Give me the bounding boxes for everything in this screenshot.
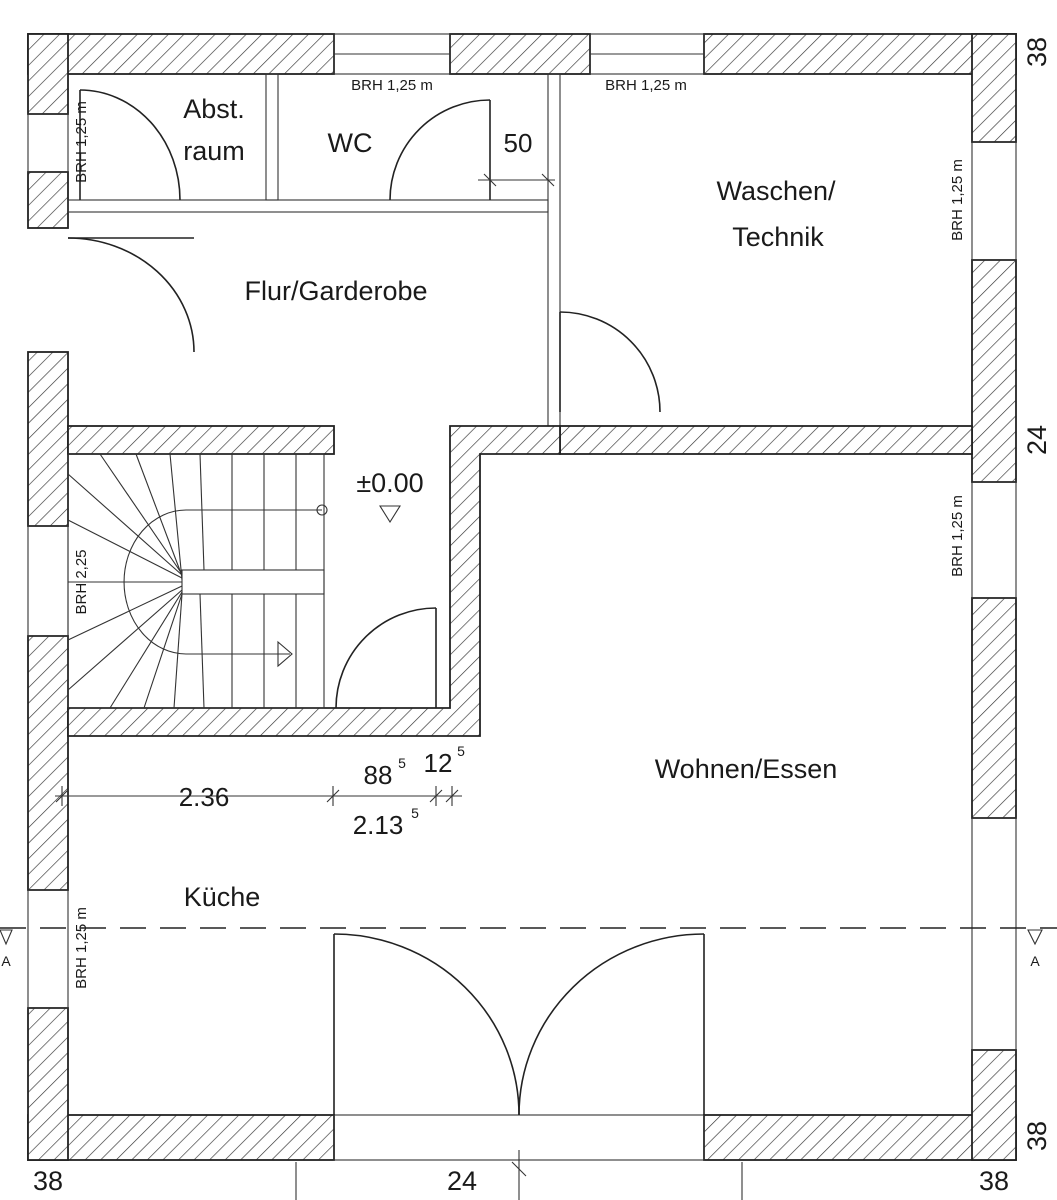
wall-top-right — [703, 33, 1017, 75]
door-patio-right-swing — [518, 933, 705, 1116]
dimension-lines — [55, 173, 555, 806]
section-arrow-right-icon — [1027, 929, 1043, 946]
wall-right-2 — [971, 259, 1017, 483]
wall-right-1 — [971, 33, 1017, 143]
door-waschen-swing — [559, 311, 661, 413]
edge-dim-right-middle: 24 — [1022, 425, 1052, 455]
wall-top-middle — [449, 33, 591, 75]
doors — [67, 89, 705, 1116]
wall-left-1 — [27, 33, 69, 115]
brh-left-upper: BRH 1,25 m — [73, 101, 90, 183]
door-entrance-swing — [67, 237, 195, 353]
wall-left-2 — [27, 171, 69, 229]
exterior-walls — [27, 33, 1017, 1161]
brh-left-lower: BRH 1,25 m — [73, 907, 90, 989]
door-wc-swing — [389, 99, 491, 201]
edge-dim-right-top: 38 — [1022, 37, 1052, 67]
section-mark-left: A — [1, 953, 11, 969]
wall-top-left — [27, 33, 335, 75]
section-mark-right: A — [1030, 953, 1040, 969]
wall-right-3 — [971, 597, 1017, 819]
wall-left-3 — [27, 351, 69, 527]
door-patio-left-swing — [333, 933, 520, 1116]
window-right-upper — [971, 141, 1017, 261]
stair-outline — [67, 453, 325, 709]
brh-right-upper: BRH 1,25 m — [949, 159, 966, 241]
stair-spine — [181, 569, 325, 595]
wall-abst-wc — [265, 73, 279, 201]
section-arrow-left-icon — [0, 929, 13, 946]
room-label-flur: Flur/Garderobe — [244, 276, 427, 306]
edge-dim-bottom-center: 24 — [447, 1166, 477, 1196]
door-abst-swing — [79, 89, 181, 201]
edge-dim-bottom-right: 38 — [979, 1166, 1009, 1196]
window-left-lower — [27, 889, 69, 1009]
wall-left-4 — [27, 635, 69, 891]
interior-walls — [67, 73, 973, 737]
section-line — [0, 927, 1057, 946]
bottom-ticks — [295, 1150, 743, 1200]
dim-88-sup: 5 — [398, 755, 406, 771]
dim-213-sup: 5 — [411, 805, 419, 821]
dim-50: 50 — [504, 128, 533, 158]
dim-12-sup: 5 — [457, 743, 465, 759]
dim-213: 2.13 — [353, 810, 404, 840]
stair-direction-arrow — [277, 640, 293, 668]
room-label-wohnen: Wohnen/Essen — [655, 754, 838, 784]
room-label-wc: WC — [328, 128, 373, 158]
brh-top-a: BRH 1,25 m — [351, 77, 433, 94]
dim-236: 2.36 — [179, 782, 230, 812]
wall-left-5 — [27, 1007, 69, 1161]
wall-bottom-left — [27, 1114, 335, 1161]
room-label-kueche: Küche — [184, 882, 261, 912]
room-label-abst-1: Abst. — [183, 94, 245, 124]
stair-walking-line — [123, 509, 322, 655]
wall-small-rooms-bottom — [67, 199, 549, 213]
staircase — [67, 453, 328, 709]
stair-start-mark — [316, 504, 328, 516]
room-label-waschen-1: Waschen/ — [716, 176, 836, 206]
edge-dim-right-bottom: 38 — [1022, 1121, 1052, 1151]
door-wohnen-swing — [335, 607, 437, 709]
level-value: ±0.00 — [356, 468, 423, 498]
brh-left-stair: BRH 2,25 — [73, 549, 90, 614]
wall-waschen-wohnen — [559, 425, 973, 455]
dim-88: 88 — [364, 760, 393, 790]
window-left-upper — [27, 113, 69, 173]
brh-right-middle: BRH 1,25 m — [949, 495, 966, 577]
window-right-middle — [971, 481, 1017, 599]
windows — [27, 33, 1017, 1161]
room-label-abst-2: raum — [183, 136, 245, 166]
dim-12: 12 — [424, 748, 453, 778]
room-label-waschen-2: Technik — [732, 222, 824, 252]
brh-top-b: BRH 1,25 m — [605, 77, 687, 94]
wall-right-4 — [971, 1049, 1017, 1161]
wall-flur-waschen — [547, 73, 561, 427]
level-marker-icon — [379, 505, 401, 524]
wall-flur-wohnen — [67, 425, 561, 737]
window-right-lower — [971, 817, 1017, 1051]
wall-bottom-right — [703, 1114, 1017, 1161]
window-left-stair — [27, 525, 69, 637]
edge-dim-bottom-left: 38 — [33, 1166, 63, 1196]
wall-stair-top — [67, 425, 335, 455]
